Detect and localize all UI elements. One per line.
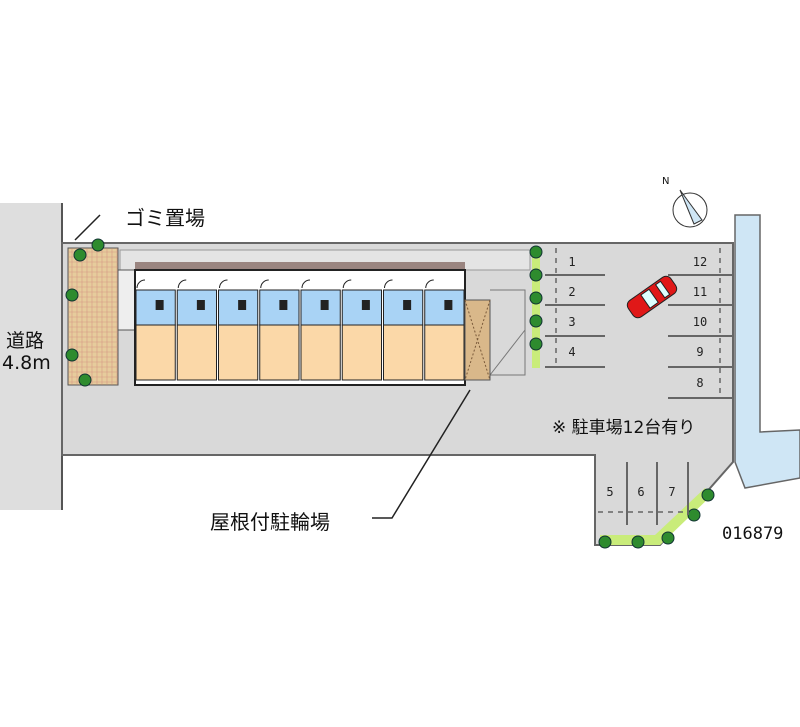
parking-space-1: 1 <box>568 255 576 269</box>
tree-icon <box>631 535 645 549</box>
tree-icon <box>529 337 543 351</box>
tree-icon <box>529 245 543 259</box>
parking-note: ※ 駐車場12台有り <box>552 418 696 438</box>
apartment-unit <box>300 279 341 381</box>
parking-space-3: 3 <box>568 315 576 329</box>
tree-icon <box>78 373 92 387</box>
apartment-unit <box>259 279 300 381</box>
parking-space-6: 6 <box>637 485 645 499</box>
parking-space-8: 8 <box>696 376 704 390</box>
tree-icon <box>701 488 715 502</box>
apartment-unit <box>424 279 465 381</box>
garbage-label: ゴミ置場 <box>125 206 205 230</box>
tree-icon <box>529 314 543 328</box>
building-roof <box>135 262 465 270</box>
parking-space-7: 7 <box>668 485 676 499</box>
parking-space-10: 10 <box>692 315 708 329</box>
parking-space-2: 2 <box>568 285 576 299</box>
property-id: 016879 <box>722 524 784 544</box>
tree-icon <box>661 531 675 545</box>
road-width-label: 4.8m <box>2 352 51 374</box>
apartment-unit <box>383 279 424 381</box>
tree-icon <box>598 535 612 549</box>
parking-space-9: 9 <box>696 345 704 359</box>
tree-icon <box>687 508 701 522</box>
tree-icon <box>73 248 87 262</box>
waterway <box>734 214 800 489</box>
tree-icon <box>65 348 79 362</box>
parking-space-4: 4 <box>568 345 576 359</box>
bicycle-shed-label: 屋根付駐輪場 <box>210 510 330 534</box>
apartment-unit <box>341 279 382 381</box>
parking-space-5: 5 <box>606 485 614 499</box>
apartment-unit <box>218 279 259 381</box>
tree-icon <box>529 291 543 305</box>
parking-space-12: 12 <box>692 255 708 269</box>
garbage-area <box>67 247 119 386</box>
road <box>0 203 62 510</box>
tree-icon <box>529 268 543 282</box>
compass-icon <box>672 189 708 228</box>
tree-icon <box>65 288 79 302</box>
parking-space-11: 11 <box>692 285 708 299</box>
north-label: N <box>662 176 670 187</box>
apartment-unit <box>135 279 176 381</box>
car-icon <box>626 275 678 319</box>
apartment-unit <box>176 279 217 381</box>
road-label: 道路 <box>6 330 45 352</box>
tree-icon <box>91 238 105 252</box>
